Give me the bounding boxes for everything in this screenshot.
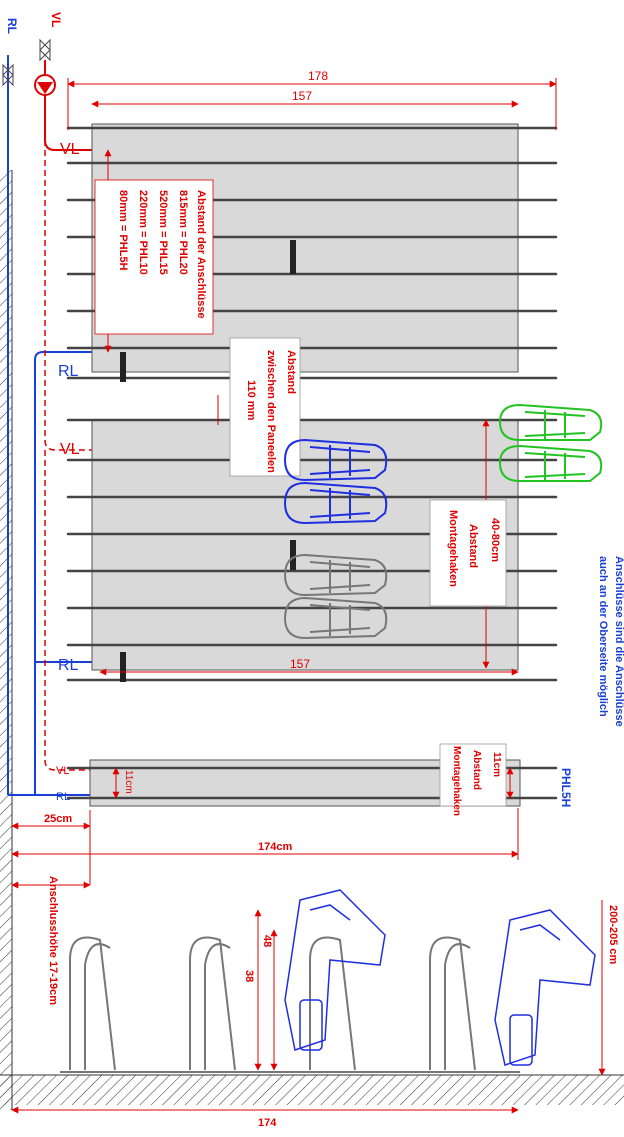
ski-boot-icon bbox=[283, 596, 388, 640]
ski-boot-icon bbox=[283, 553, 388, 597]
pump-icon bbox=[34, 74, 56, 96]
rl-branch-pipe bbox=[34, 351, 100, 795]
montagehaken-info-box: 40-80cm Abstand Montagehaken bbox=[429, 499, 507, 607]
valve-icon bbox=[39, 38, 51, 75]
montagehaken-line3: Montagehaken bbox=[447, 510, 459, 587]
panel-gap-line1: Abstand bbox=[285, 350, 297, 394]
phl-montagehaken-box: 11cm Abstand Montagehaken bbox=[439, 743, 507, 816]
ski-boot-icon bbox=[283, 438, 388, 482]
valve-icon bbox=[2, 63, 14, 87]
rl-panel1-label: RL bbox=[58, 363, 79, 380]
anschluss-title: Abstand der Anschlüsse bbox=[195, 190, 207, 319]
phl-dim-11cm: 11cm bbox=[491, 752, 502, 777]
wall bbox=[0, 170, 12, 1110]
dim-157-mid-label: 157 bbox=[290, 657, 310, 671]
rack-side-view bbox=[60, 936, 520, 1073]
anschluss-row: 520mm = PHL15 bbox=[157, 190, 169, 275]
ski-boot-icon bbox=[498, 444, 603, 482]
floor bbox=[0, 1075, 624, 1105]
rl-phl-label: RL bbox=[56, 791, 70, 803]
anschluss-row: 80mm = PHL5H bbox=[117, 190, 129, 270]
dim-11cm-left-label: 11cm bbox=[123, 770, 134, 794]
montagehaken-line1: 40-80cm bbox=[489, 518, 501, 562]
note-line1: Anschlüsse sind die Anschlüsse bbox=[613, 556, 624, 727]
anschlusshoehe-label: Anschlusshöhe 17-19cm bbox=[47, 876, 59, 1005]
ski-boot-icon bbox=[494, 909, 596, 1066]
dim-38-label: 38 bbox=[243, 970, 255, 982]
panel-gap-info-box: Abstand zwischen den Paneelen 110 mm bbox=[229, 337, 301, 477]
note-line2: auch an der Oberseite möglich bbox=[597, 556, 609, 717]
vl-top-label: VL bbox=[49, 12, 63, 27]
dim-200-205-label: 200-205 cm bbox=[607, 905, 619, 965]
panel-gap-line2: zwischen den Paneelen bbox=[265, 350, 277, 473]
phl-dim-abstand: Abstand bbox=[471, 750, 482, 790]
anschluss-row: 815mm = PHL20 bbox=[177, 190, 189, 275]
ski-boot-icon bbox=[284, 889, 386, 1051]
rl-top-label: RL bbox=[5, 18, 19, 34]
dim-178-label: 178 bbox=[308, 69, 328, 83]
panel-gap-line3: 110 mm bbox=[245, 380, 257, 421]
vl-panel2-label: VL bbox=[60, 441, 80, 458]
dim-25cm-label: 25cm bbox=[44, 813, 72, 825]
dim-174-bottom-label: 174 bbox=[258, 1117, 277, 1129]
montagehaken-line2: Abstand bbox=[467, 524, 479, 568]
anschluss-info-box: Abstand der Anschlüsse 815mm = PHL20 520… bbox=[94, 179, 214, 335]
rl-panel2-label: RL bbox=[58, 657, 79, 674]
ski-boot-icon bbox=[283, 481, 388, 525]
dim-174cm-label: 174cm bbox=[258, 841, 292, 853]
dim-48-label: 48 bbox=[261, 935, 273, 947]
phl-dim-montagehaken: Montagehaken bbox=[451, 746, 462, 816]
vl-panel1-label: VL bbox=[60, 141, 80, 158]
phl5h-label: PHL5H bbox=[559, 768, 573, 807]
vl-phl-label: VL bbox=[56, 765, 69, 777]
ski-boot-icon bbox=[498, 403, 603, 441]
dim-157-top-label: 157 bbox=[292, 89, 312, 103]
anschluss-row: 220mm = PHL10 bbox=[137, 190, 149, 275]
